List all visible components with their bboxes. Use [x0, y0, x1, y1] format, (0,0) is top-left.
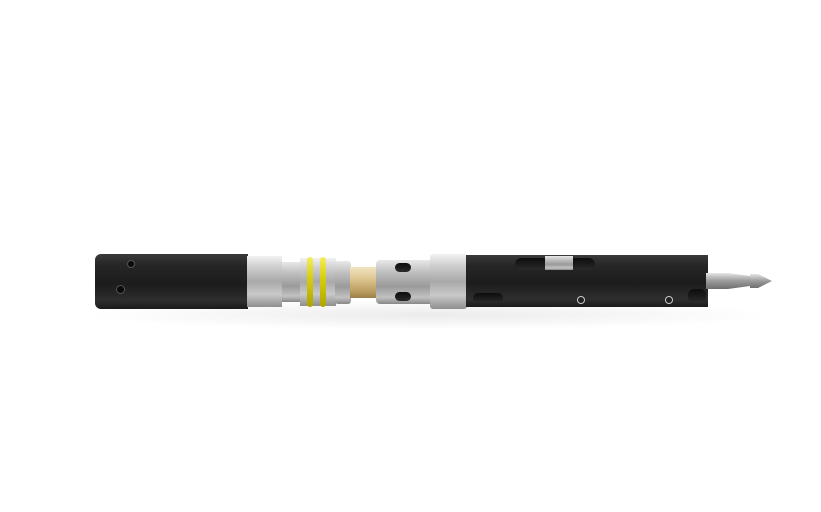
tube-hole-2 — [666, 297, 672, 303]
rear-hole-top — [128, 261, 134, 267]
silver-collar-1 — [247, 256, 282, 307]
tip-taper — [728, 273, 750, 289]
silver-neck — [282, 262, 302, 302]
tip-point — [758, 274, 772, 288]
inner-latch — [545, 256, 573, 270]
adapter-slot-top — [395, 263, 411, 272]
silver-collar-3 — [430, 254, 467, 309]
yellow-seal-ring-2 — [320, 257, 326, 307]
tip-shaft — [706, 273, 728, 289]
tube-window-bottom — [473, 293, 503, 303]
brass-hex-nut — [350, 267, 377, 298]
silver-collar-2 — [335, 261, 351, 304]
tube-end-slot — [688, 289, 706, 303]
rear-hole-bottom — [117, 286, 124, 293]
probe-tip — [706, 273, 772, 289]
rear-black-tube — [95, 254, 248, 309]
adapter-slot-bottom — [395, 292, 411, 301]
yellow-seal-ring-1 — [307, 257, 313, 307]
ring-seat — [300, 258, 336, 306]
tip-collar — [750, 274, 758, 288]
tube-hole-1 — [578, 297, 584, 303]
